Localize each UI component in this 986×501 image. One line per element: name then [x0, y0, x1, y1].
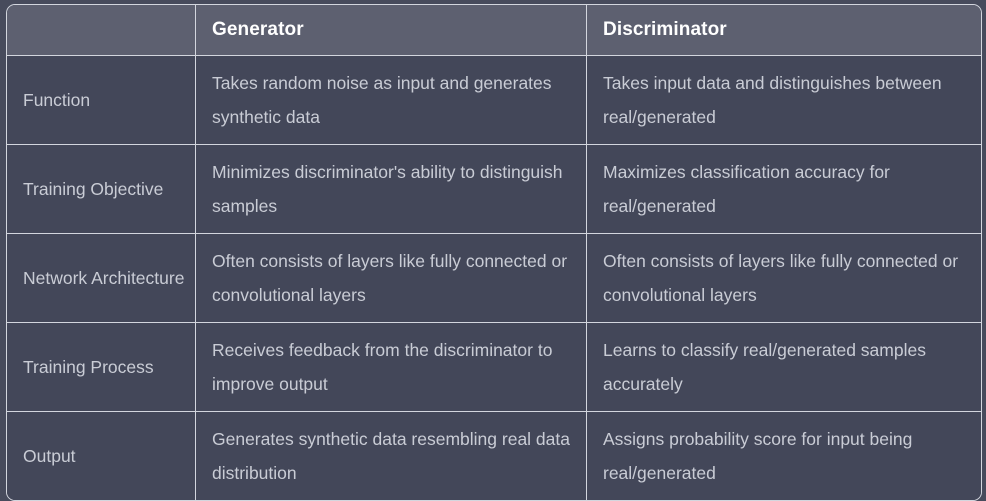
table-row: Output Generates synthetic data resembli…: [7, 412, 981, 500]
generator-text: Receives feedback from the discriminator…: [212, 340, 553, 394]
cell-attribute: Network Architecture: [7, 234, 196, 323]
cell-discriminator: Often consists of layers like fully conn…: [587, 234, 981, 323]
discriminator-text: Takes input data and distinguishes betwe…: [603, 73, 942, 127]
discriminator-text: Assigns probability score for input bein…: [603, 429, 913, 483]
column-header-discriminator: Discriminator: [587, 5, 981, 56]
table-row: Training Process Receives feedback from …: [7, 323, 981, 412]
cell-discriminator: Learns to classify real/generated sample…: [587, 323, 981, 412]
cell-attribute: Output: [7, 412, 196, 500]
generator-text: Minimizes discriminator's ability to dis…: [212, 162, 563, 216]
discriminator-text: Maximizes classification accuracy for re…: [603, 162, 890, 216]
attribute-label: Training Objective: [23, 179, 164, 199]
table-row: Training Objective Minimizes discriminat…: [7, 145, 981, 234]
cell-attribute: Function: [7, 56, 196, 145]
cell-generator: Receives feedback from the discriminator…: [196, 323, 587, 412]
cell-generator: Often consists of layers like fully conn…: [196, 234, 587, 323]
cell-discriminator: Assigns probability score for input bein…: [587, 412, 981, 500]
table-row: Network Architecture Often consists of l…: [7, 234, 981, 323]
cell-generator: Generates synthetic data resembling real…: [196, 412, 587, 500]
attribute-label: Network Architecture: [23, 268, 185, 288]
comparison-table-container: Generator Discriminator Function Takes r…: [6, 4, 982, 501]
column-header-generator: Generator: [196, 5, 587, 56]
table-row: Function Takes random noise as input and…: [7, 56, 981, 145]
cell-attribute: Training Process: [7, 323, 196, 412]
cell-discriminator: Takes input data and distinguishes betwe…: [587, 56, 981, 145]
cell-attribute: Training Objective: [7, 145, 196, 234]
discriminator-text: Learns to classify real/generated sample…: [603, 340, 926, 394]
table-body: Function Takes random noise as input and…: [7, 56, 981, 500]
attribute-label: Function: [23, 90, 91, 110]
attribute-label: Training Process: [23, 357, 154, 377]
generator-text: Generates synthetic data resembling real…: [212, 429, 570, 483]
attribute-label: Output: [23, 446, 76, 466]
generator-discriminator-comparison-table: Generator Discriminator Function Takes r…: [6, 4, 982, 501]
cell-discriminator: Maximizes classification accuracy for re…: [587, 145, 981, 234]
generator-text: Takes random noise as input and generate…: [212, 73, 552, 127]
table-header-row: Generator Discriminator: [7, 5, 981, 56]
cell-generator: Takes random noise as input and generate…: [196, 56, 587, 145]
discriminator-text: Often consists of layers like fully conn…: [603, 251, 959, 305]
cell-generator: Minimizes discriminator's ability to dis…: [196, 145, 587, 234]
table-header: Generator Discriminator: [7, 5, 981, 56]
generator-text: Often consists of layers like fully conn…: [212, 251, 568, 305]
column-header-attribute: [7, 5, 196, 56]
